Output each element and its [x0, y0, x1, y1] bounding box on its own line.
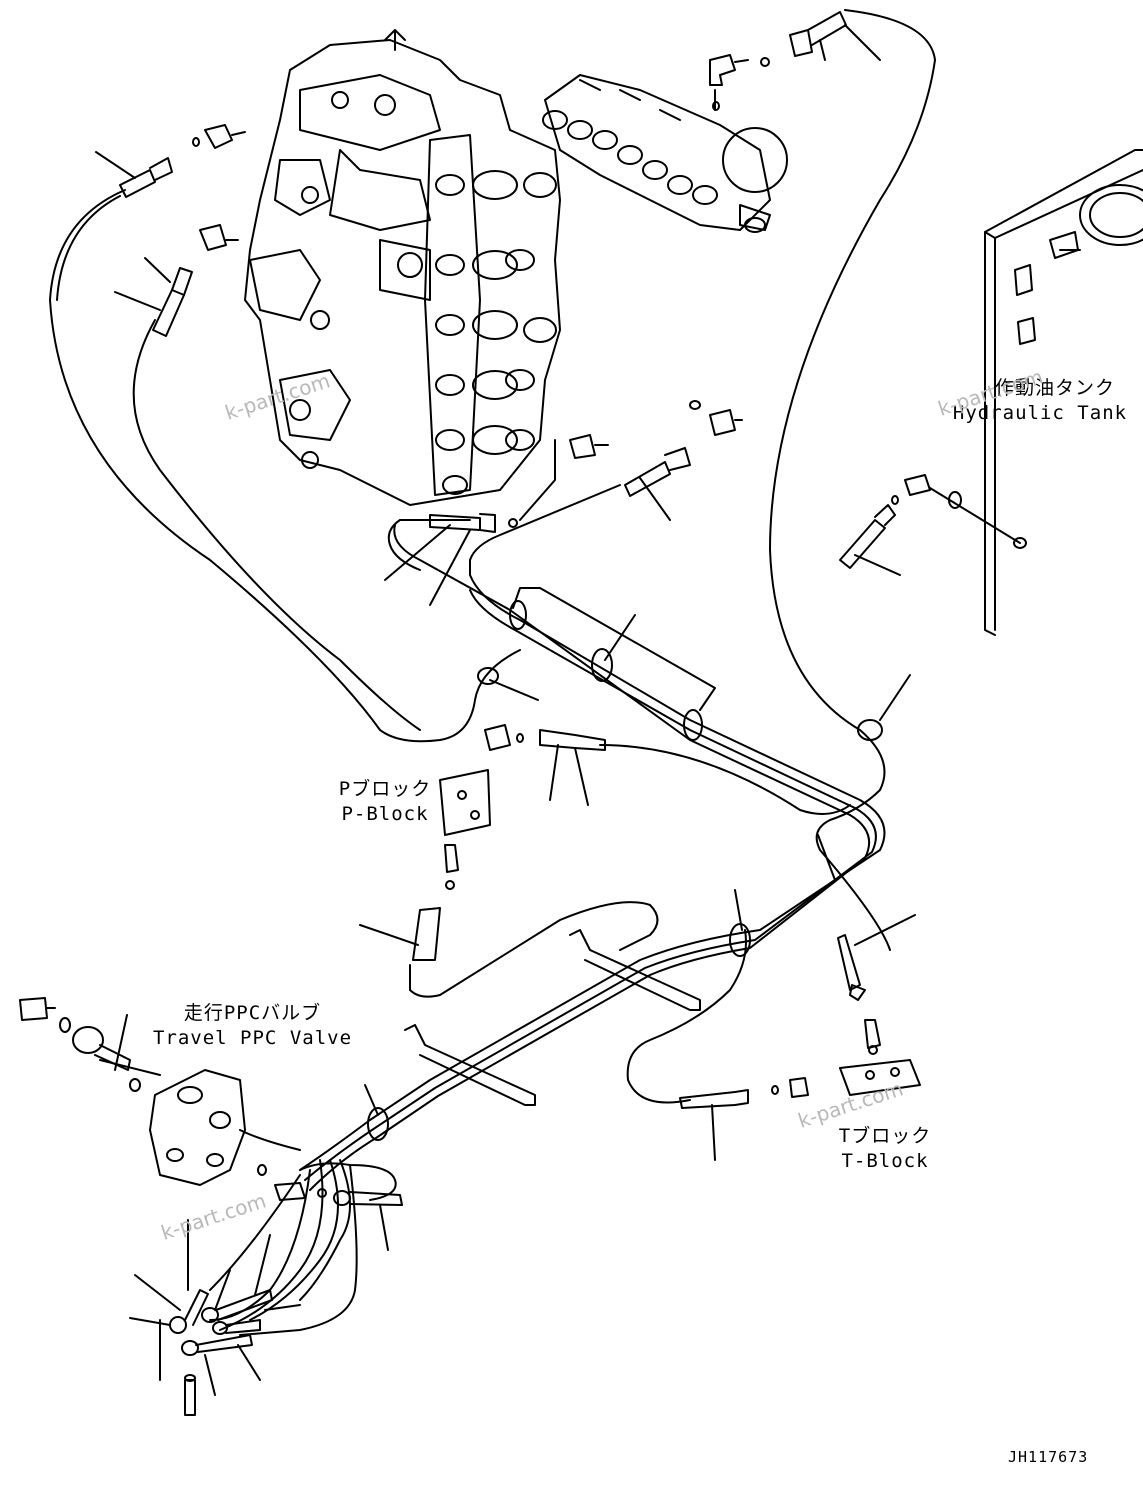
hydraulic-tank-label-en: Hydraulic Tank — [952, 402, 1128, 424]
p-block-body — [439, 769, 491, 836]
drawing-code: JH117673 — [1008, 1448, 1089, 1466]
p-block-label-en: P-Block — [341, 803, 429, 825]
travel-ppc-valve-body — [149, 1069, 246, 1186]
hydraulic-tank — [984, 149, 1143, 636]
travel-ppc-label-en: Travel PPC Valve — [152, 1027, 353, 1049]
elbow-fitting-top — [709, 11, 847, 111]
hydraulic-tank-label-ja: 作動油タンク — [994, 377, 1115, 399]
t-block-label-en: T-Block — [841, 1150, 929, 1172]
t-block-label-ja: Tブロック — [838, 1125, 932, 1147]
control-valve — [244, 29, 561, 506]
solenoid-valve-block — [542, 74, 788, 233]
pipes — [49, 9, 936, 1336]
solenoid-stack — [435, 170, 557, 495]
p-block-label-ja: Pブロック — [338, 778, 432, 800]
hose-fittings — [19, 24, 1027, 1416]
accumulator — [722, 127, 788, 193]
travel-ppc-label-ja: 走行PPCバルブ — [183, 1002, 322, 1024]
t-block-body — [839, 1059, 921, 1096]
brackets — [404, 929, 701, 1106]
